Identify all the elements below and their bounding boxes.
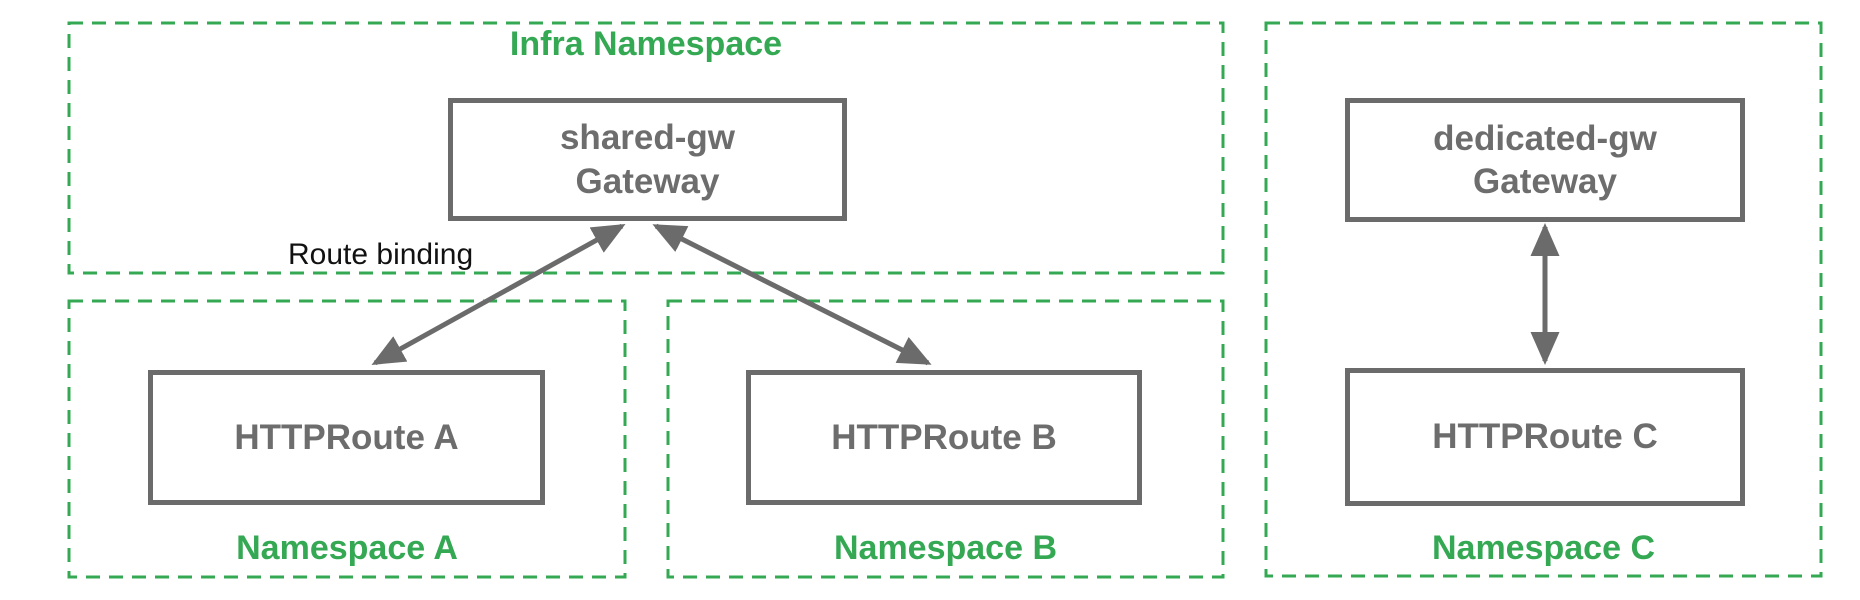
shared-gw-name: shared-gw bbox=[559, 118, 736, 158]
route-binding-arrow-a bbox=[371, 223, 626, 366]
shared-gw-kind: Gateway bbox=[575, 161, 720, 201]
infra-namespace-label: Infra Namespace bbox=[509, 25, 783, 63]
namespace-a-boundary bbox=[67, 299, 627, 579]
dedicated-gw-name: dedicated-gw bbox=[1433, 118, 1657, 158]
namespace-b-label: Namespace B bbox=[833, 529, 1057, 567]
httproute-c-node: HTTPRoute C bbox=[1345, 368, 1745, 506]
dedicated-gw-kind: Gateway bbox=[1473, 162, 1617, 201]
shared-gw-gateway-node: shared-gw Gateway bbox=[448, 98, 847, 221]
httproute-a-node: HTTPRoute A bbox=[148, 370, 545, 505]
infra-namespace-boundary bbox=[67, 21, 1225, 275]
namespace-c-boundary bbox=[1264, 21, 1823, 578]
namespace-a-label: Namespace A bbox=[236, 529, 458, 567]
httproute-a-label: HTTPRoute A bbox=[234, 417, 459, 457]
namespace-c-label: Namespace C bbox=[1431, 529, 1655, 567]
httproute-b-node: HTTPRoute B bbox=[746, 370, 1142, 505]
route-binding-edge-label: Route binding bbox=[288, 238, 474, 271]
dedicated-gw-gateway-node: dedicated-gw Gateway bbox=[1345, 98, 1745, 222]
route-binding-arrow-b bbox=[652, 223, 932, 366]
namespace-b-boundary bbox=[666, 299, 1225, 579]
httproute-b-label: HTTPRoute B bbox=[831, 417, 1057, 457]
httproute-c-label: HTTPRoute C bbox=[1432, 417, 1658, 457]
